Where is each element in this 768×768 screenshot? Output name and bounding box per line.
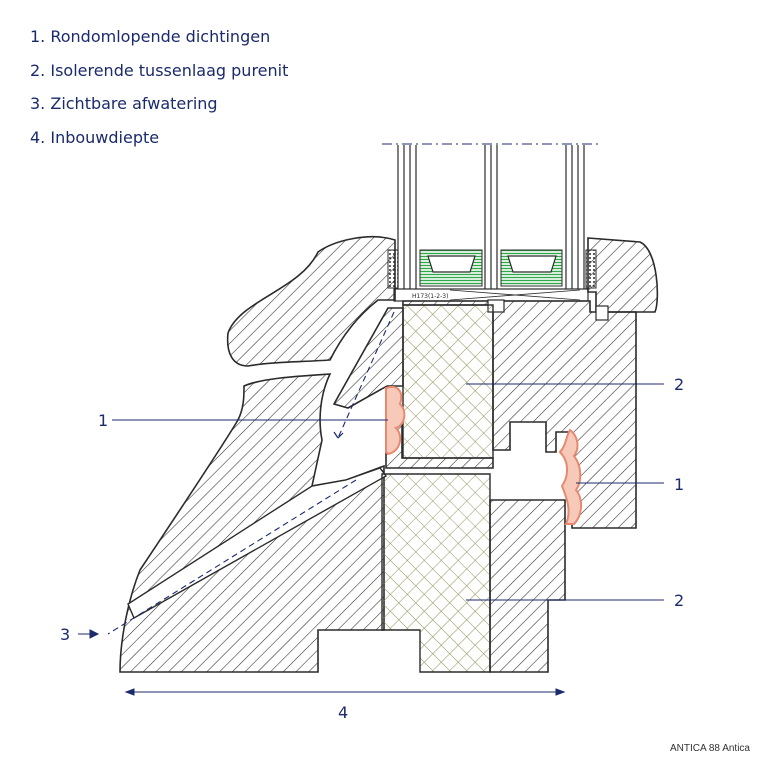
glazing-code: H173(1-2-3) (412, 293, 448, 300)
callout-depth: 4 (338, 703, 348, 722)
seal-right (558, 428, 582, 525)
glass-spacers (419, 249, 563, 287)
legend-item-depth: 4. Inbouwdiepte (30, 127, 160, 147)
legend: 1. Rondomlopende dichtingen 2. Isolerend… (30, 26, 288, 160)
insulation-top (402, 304, 494, 459)
seal-left (385, 386, 406, 456)
frame-body (119, 373, 385, 673)
legend-item-seals: 1. Rondomlopende dichtingen (30, 27, 271, 46)
glass-panes (397, 145, 585, 292)
callout-insulation-bottom: 2 (674, 591, 684, 610)
callout-insulation-top: 2 (674, 375, 684, 394)
depth-dimension (124, 688, 566, 696)
legend-item-insulation: 2. Isolerende tussenlaag purenit (30, 60, 289, 80)
legend-item-drainage: 3. Zichtbare afwatering (30, 94, 218, 113)
glazing-bead-left (226, 235, 396, 367)
drawing-caption: ANTICA 88 Antica (669, 743, 750, 754)
callout-seal-left: 1 (98, 411, 108, 430)
callout-drainage: 3 (60, 625, 70, 644)
callout-seal-right: 1 (674, 475, 684, 494)
frame-right (489, 499, 566, 673)
sash-top-right (587, 237, 659, 313)
leader-lines (78, 383, 664, 639)
insulation-bottom (381, 473, 491, 673)
drainage-path (107, 311, 395, 635)
